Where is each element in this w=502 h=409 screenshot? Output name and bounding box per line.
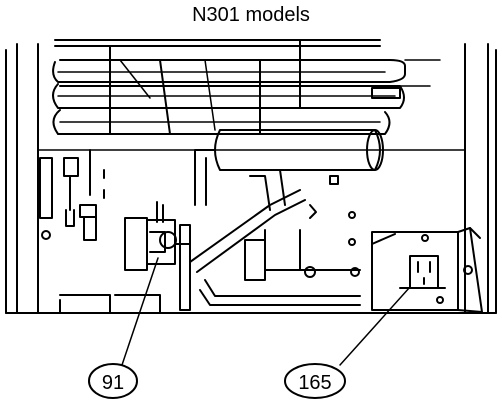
callout-165-label: 165 [298,372,331,394]
callout-165-bubble [284,363,346,399]
diagram-title: N301 models [192,4,310,26]
callout-leaders [121,257,411,366]
gas-valve-assembly [124,201,191,311]
base-rails [59,294,161,314]
electrical-bracket [371,227,483,313]
cabinet-frame [5,43,497,314]
callout-91-bubble [88,363,138,399]
absorber-tubing [189,169,361,306]
callout-91-label: 91 [102,372,124,394]
condenser-coil [52,39,441,135]
power-cord [39,149,105,241]
receiver-tank [194,129,384,206]
